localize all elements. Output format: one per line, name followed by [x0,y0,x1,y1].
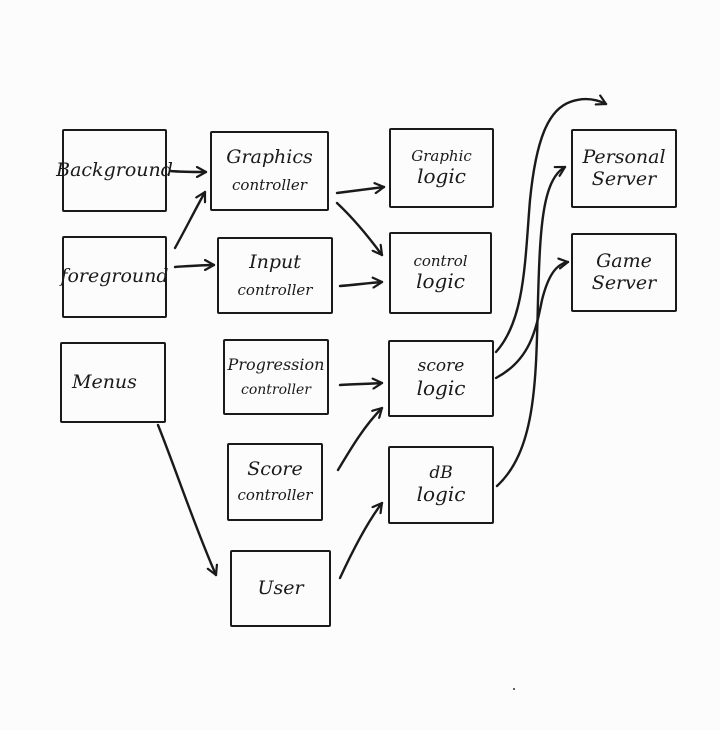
edge-score-logic-game-server [494,262,570,380]
node-graphics-controller-line1: Graphics [226,146,313,169]
edge-score-logic-personal-server [494,99,608,354]
node-input-controller: Input controller [217,237,333,314]
node-score-controller-line1: Score [247,458,303,481]
node-db-logic-line2: logic [416,482,466,507]
edge-menus-user [156,423,216,577]
edge-db-logic-personal-server [495,165,567,488]
node-progression-controller-line2: controller [241,382,311,399]
node-graphic-logic-line1: Graphic [411,146,472,165]
node-score-logic-line2: logic [416,375,466,400]
stray-mark [513,688,515,690]
node-game-server: Game Server [571,233,677,312]
edge-progression-controller-score-logic [338,383,384,385]
node-graphics-controller-line2: controller [232,176,307,195]
edge-graphics-controller-graphic-logic [335,187,386,195]
node-background: Background [56,129,173,212]
node-control-logic-line2: logic [416,269,465,294]
node-graphic-logic-line2: logic [417,164,466,189]
node-personal-server-line2: Server [591,167,657,190]
node-control-logic-line1: control [413,251,468,270]
node-input-controller-line1: Input [249,250,301,273]
edge-background-graphics-controller [168,171,208,172]
edge-graphics-controller-control-logic [335,201,384,257]
edge-foreground-graphics-controller [173,190,207,250]
node-graphics-controller: Graphics controller [210,131,329,211]
node-control-logic: control logic [389,232,492,314]
edge-input-controller-control-logic [338,282,384,286]
edge-score-controller-score-logic [336,406,384,472]
node-personal-server: Personal Server [571,129,677,208]
node-game-server-line1: Game [596,249,652,272]
node-user-label: User [257,576,304,599]
node-db-logic-line1: dB [429,462,453,483]
node-score-controller-line2: controller [237,486,313,505]
node-progression-controller: Progression controller [223,339,329,415]
node-graphic-logic: Graphic logic [389,128,494,208]
node-user: User [230,550,331,627]
node-menus: Menus [60,342,166,423]
node-personal-server-line1: Personal [582,145,666,168]
node-progression-controller-line1: Progression [227,354,325,374]
edge-user-db-logic [338,501,384,580]
node-foreground-label: foreground [60,265,169,288]
node-input-controller-line2: controller [237,280,313,299]
node-background-label: Background [56,158,173,181]
node-db-logic: dB logic [388,446,494,524]
node-score-logic-line1: score [417,356,465,377]
node-menus-label: Menus [72,370,137,393]
node-score-controller: Score controller [227,443,323,521]
node-foreground: foreground [60,236,169,318]
node-score-logic: score logic [388,340,494,417]
edge-foreground-input-controller [173,265,216,267]
node-game-server-line2: Server [591,271,657,294]
